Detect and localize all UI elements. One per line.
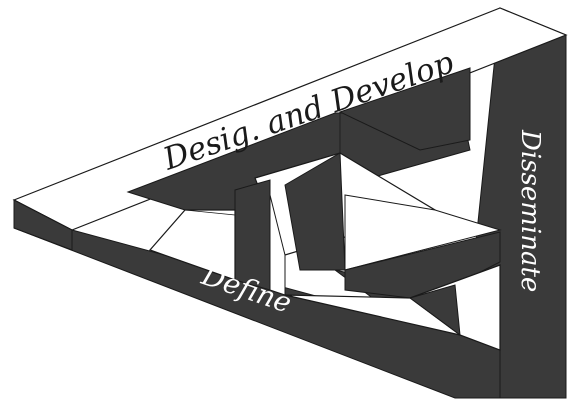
- label-disseminate: Disseminate: [515, 129, 545, 292]
